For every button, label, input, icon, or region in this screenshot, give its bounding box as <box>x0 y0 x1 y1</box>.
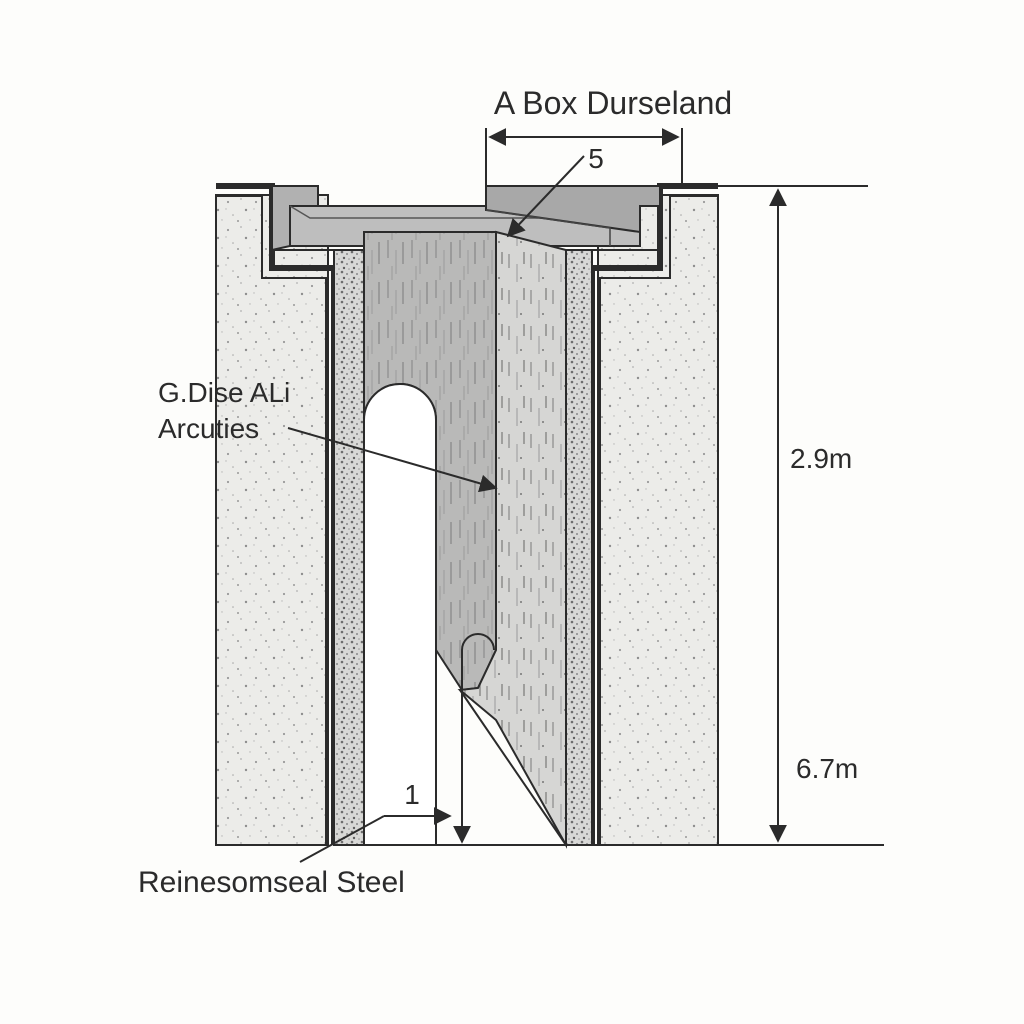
middle-label-leader <box>287 427 498 493</box>
diagram-title: A Box Durseland <box>494 85 732 121</box>
dimension-upper: 2.9m <box>790 443 852 474</box>
bottom-label: Reinesomseal Steel <box>138 866 405 899</box>
top-dimension <box>485 128 683 186</box>
middle-label-line2: Arcuties <box>158 413 259 444</box>
callout-5-leader <box>506 155 585 238</box>
central-pile <box>363 231 497 846</box>
callout-5-label: 5 <box>588 143 604 174</box>
left-wall <box>215 183 365 846</box>
right-wall <box>565 183 719 846</box>
dimension-lower: 6.7m <box>796 753 858 784</box>
callout-1-label: 1 <box>404 779 420 810</box>
middle-label-line1: G.Dise ALi <box>158 377 290 408</box>
bottom-label-leader <box>299 815 385 863</box>
